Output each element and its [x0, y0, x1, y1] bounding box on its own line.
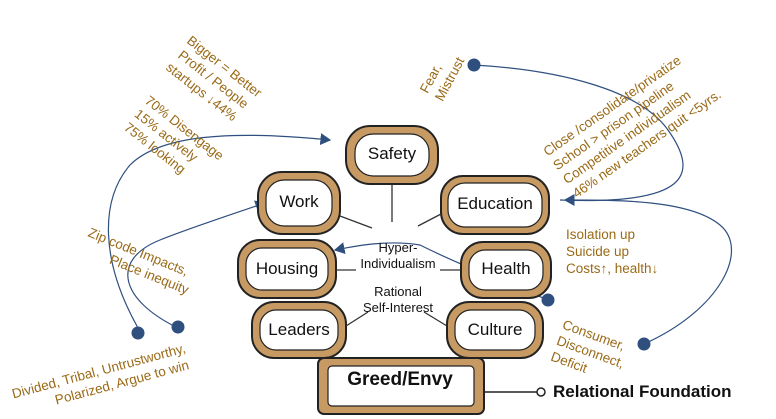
pillar-health-shape	[460, 241, 552, 299]
greed-envy-label: Greed/Envy	[347, 369, 453, 390]
foundation-connector-end	[536, 387, 546, 397]
core-rational: Rational	[374, 284, 422, 299]
relational-foundation-label: Relational Foundation	[553, 382, 732, 401]
pillar-culture-label: Culture	[467, 320, 523, 339]
dot-housing	[171, 320, 185, 334]
pillar-work-label: Work	[279, 192, 319, 211]
connector-education	[563, 194, 732, 345]
pillar-safety-label: Safety	[367, 144, 417, 163]
connector-safety	[473, 64, 684, 202]
core-tethers	[336, 184, 461, 327]
core-individualism: Individualism	[360, 256, 436, 271]
connector-housing	[127, 200, 267, 329]
dot-culture	[541, 293, 555, 307]
pillar-safety-shape	[345, 125, 439, 185]
pillar-education-shape	[440, 175, 550, 235]
pillar-health-label: Health	[481, 259, 531, 278]
pillar-leaders-label: Leaders	[268, 320, 330, 339]
note-health: Isolation up Suicide up Costs↑, health↓	[566, 227, 659, 276]
pillar-culture-shape	[446, 301, 544, 359]
pillar-work-shape	[257, 171, 341, 235]
pillar-housing-label: Housing	[255, 259, 319, 278]
core-hyper: Hyper-	[378, 240, 418, 255]
dot-education	[637, 337, 651, 351]
pillar-education-label: Education	[457, 194, 533, 213]
pillar-housing-shape	[237, 239, 337, 299]
dot-work	[131, 326, 145, 340]
connector-work	[107, 133, 332, 329]
core-self-interest: Self-Interest	[362, 300, 434, 315]
pillar-leaders-shape	[251, 301, 347, 359]
foundation-base-shape	[317, 357, 485, 415]
dot-safety	[467, 58, 481, 72]
